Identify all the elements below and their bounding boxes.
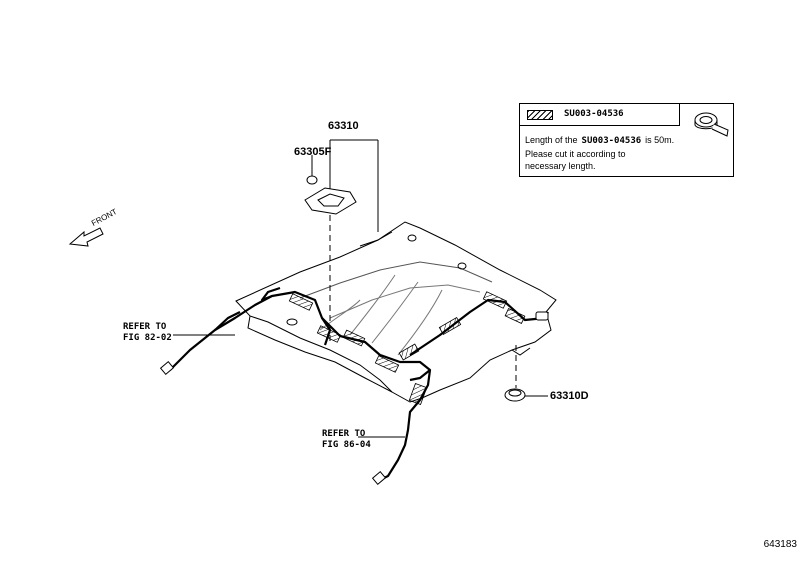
tape-note-line1-code: SU003-04536 — [581, 136, 642, 146]
front-arrow-icon — [68, 227, 104, 247]
headlining-panel — [235, 221, 557, 403]
tape-note-line3: necessary length. — [525, 161, 596, 171]
tape-roll-icon — [694, 112, 729, 137]
ref-label-1-line2: FIG 82-02 — [123, 333, 172, 343]
part-label-clip: 63305F — [294, 146, 332, 158]
hatch-swatch-icon — [527, 110, 553, 120]
tape-note-line1-suffix: is 50m. — [645, 135, 675, 145]
tape-note-line2: Please cut it according to — [525, 149, 626, 159]
ref-label-2-line2: FIG 86-04 — [322, 440, 371, 450]
tape-note-header: SU003-04536 — [520, 104, 680, 126]
figure-number: 643183 — [763, 539, 797, 550]
part-label-fastener: 63310D — [550, 390, 589, 402]
fastener-63310d — [504, 388, 526, 402]
clip-63305f — [304, 175, 357, 215]
ref-label-2-line1: REFER TO — [322, 429, 366, 439]
wire-connectors — [159, 311, 549, 485]
leader-lines — [173, 139, 548, 438]
part-label-headlining: 63310 — [328, 120, 359, 132]
tape-note-code: SU003-04536 — [564, 109, 624, 119]
tape-note-line1-prefix: Length of the — [525, 135, 578, 145]
wire-harness — [169, 286, 549, 481]
dashed-lines — [329, 215, 517, 388]
ref-label-1-line1: REFER TO — [123, 322, 167, 332]
